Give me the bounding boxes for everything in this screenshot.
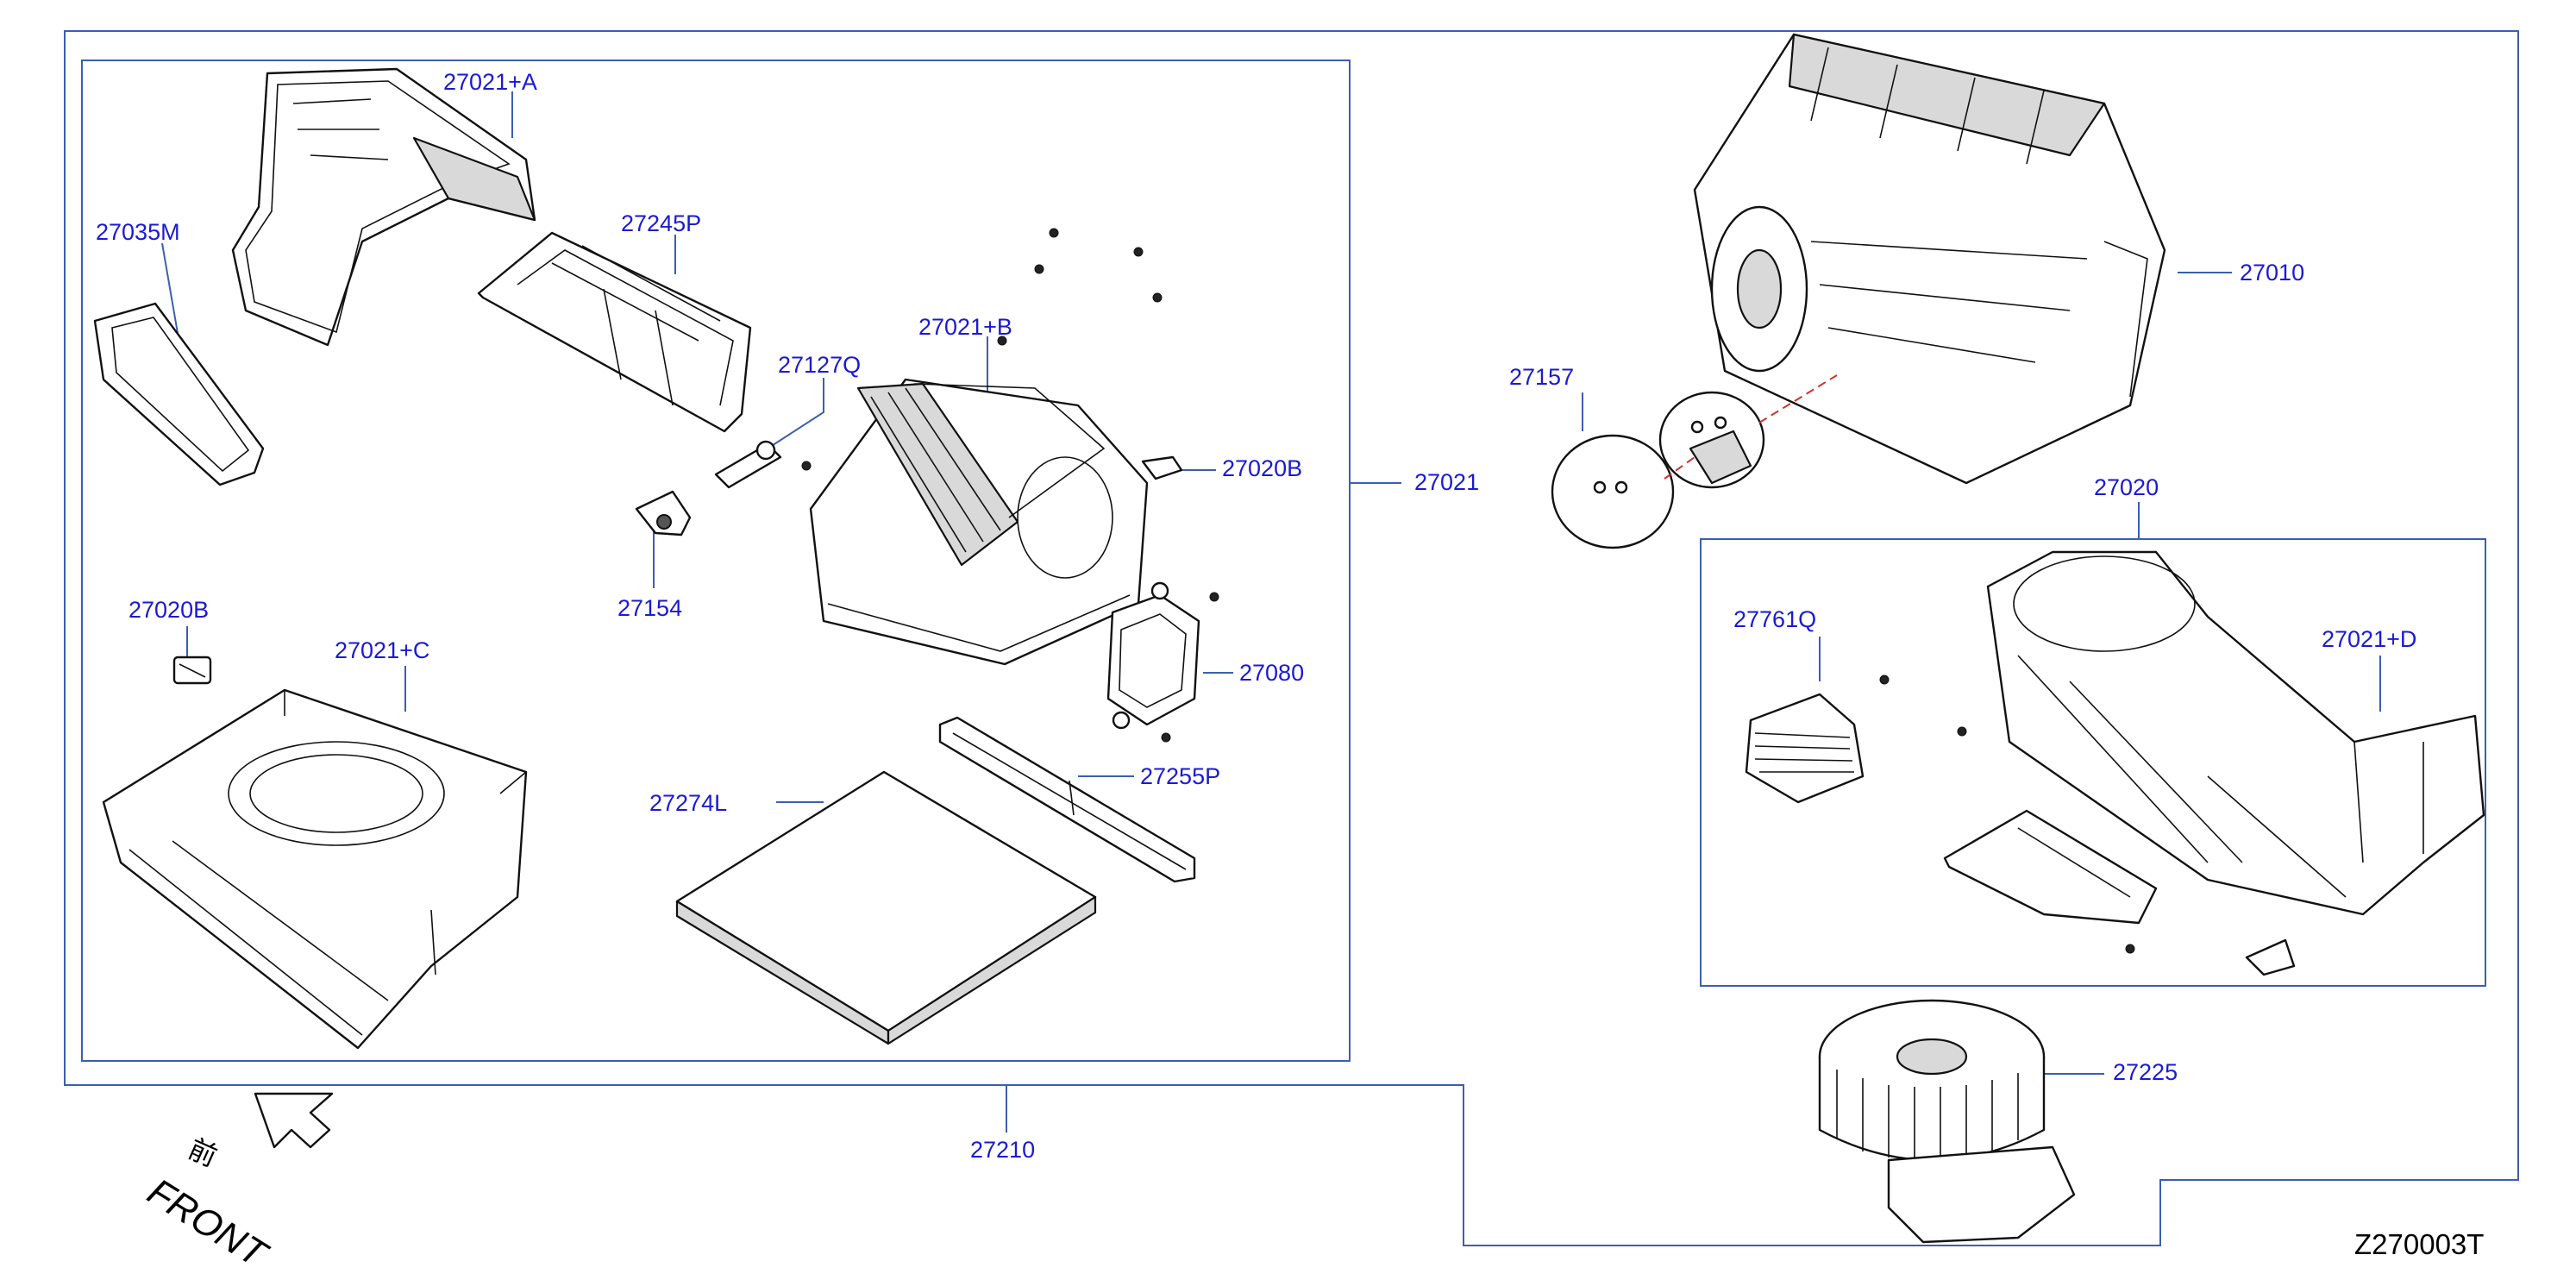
intake-duct-upper-icon — [231, 67, 536, 347]
callout-27020b-top[interactable]: 27020B — [1222, 455, 1302, 481]
clip-top-icon — [1141, 455, 1183, 480]
callout-27080[interactable]: 27080 — [1239, 660, 1304, 686]
callout-27021b[interactable]: 27021+B — [918, 314, 1012, 340]
cabin-filter-icon — [675, 770, 1097, 1045]
actuator-motor-icon — [1106, 581, 1200, 730]
callout-27225[interactable]: 27225 — [2113, 1059, 2178, 1085]
blower-housing-icon — [1986, 550, 2485, 916]
box-27021-assembly — [81, 60, 1351, 1062]
clip-left-icon — [172, 656, 212, 685]
blower-fan-icon — [1818, 999, 2076, 1244]
leader-lines — [161, 91, 2381, 1133]
callout-27020[interactable]: 27020 — [2094, 474, 2159, 500]
callout-27021d[interactable]: 27021+D — [2322, 626, 2416, 652]
callout-27255p[interactable]: 27255P — [1140, 763, 1220, 789]
front-kanji: 前 — [184, 1133, 223, 1174]
outer-frame-27210 — [64, 30, 2519, 1246]
callout-27157[interactable]: 27157 — [1509, 364, 1574, 390]
callout-27021[interactable]: 27021 — [1414, 469, 1479, 495]
duct-plate-icon — [1943, 809, 2158, 925]
hvac-unit-icon — [1693, 33, 2166, 485]
filter-rail-icon — [938, 716, 1196, 883]
callout-27021a[interactable]: 27021+A — [443, 69, 537, 95]
box-27020-assembly — [1700, 538, 2486, 987]
front-label: FRONT — [141, 1170, 276, 1277]
callout-27021c[interactable]: 27021+C — [335, 637, 429, 663]
callout-27020b-left[interactable]: 27020B — [128, 597, 209, 623]
diagram-code: Z270003T — [2354, 1228, 2484, 1260]
callout-27154[interactable]: 27154 — [617, 595, 682, 621]
callout-27035m[interactable]: 27035M — [96, 219, 180, 245]
callout-27245p[interactable]: 27245P — [621, 210, 701, 236]
lower-blower-case-icon — [102, 688, 528, 1050]
motor-cover-icon — [1551, 374, 1838, 549]
link-rod-icon — [714, 440, 782, 489]
callout-27010[interactable]: 27010 — [2240, 260, 2304, 285]
screws-icon — [801, 228, 2135, 954]
callout-27761q[interactable]: 27761Q — [1733, 606, 1816, 632]
blower-resistor-icon — [1745, 693, 1865, 804]
lever-icon — [635, 490, 692, 536]
gasket-frame-icon — [93, 302, 265, 486]
callout-27127q[interactable]: 27127Q — [778, 352, 861, 378]
callout-27210[interactable]: 27210 — [970, 1137, 1035, 1163]
bracket-icon — [2245, 938, 2296, 976]
center-housing-icon — [809, 378, 1149, 666]
filter-cover-icon — [477, 231, 752, 433]
callout-27274l[interactable]: 27274L — [649, 790, 727, 816]
front-arrow-icon — [254, 1092, 334, 1149]
